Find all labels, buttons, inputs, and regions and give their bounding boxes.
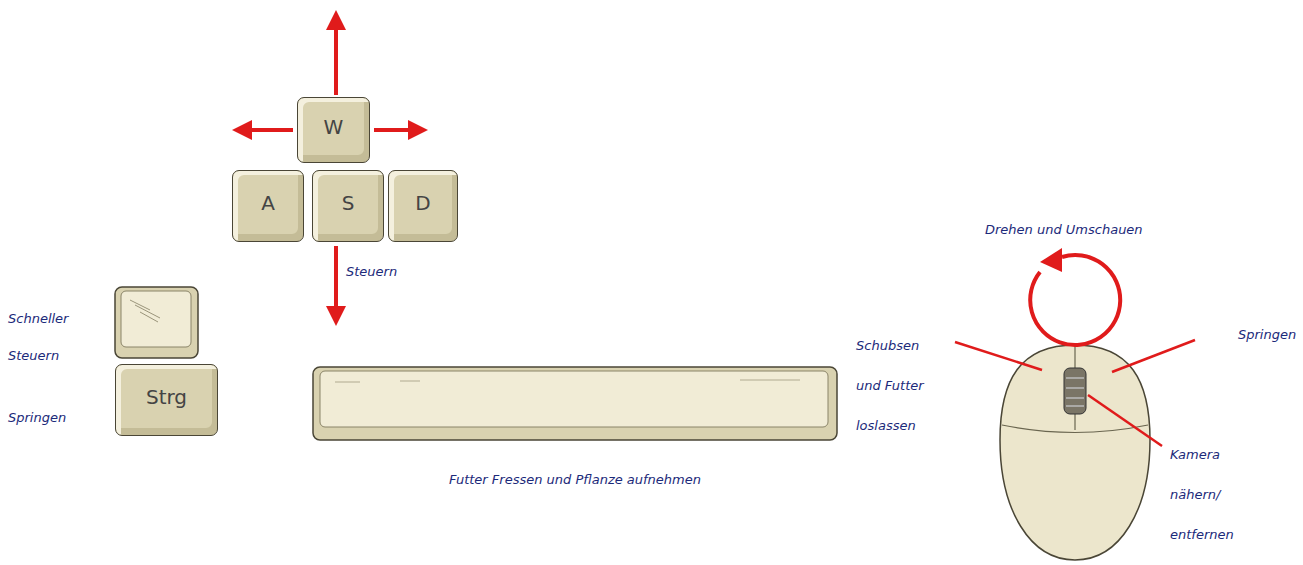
key-label: A	[261, 191, 275, 215]
key-label: W	[324, 115, 344, 139]
key-cap: W	[297, 97, 370, 163]
direction-arrows	[232, 10, 428, 326]
key-cap: Strg	[115, 364, 218, 436]
control-note: Steuern	[346, 262, 426, 282]
key-cap: A	[232, 170, 304, 242]
control-note: Drehen und Umschauen	[985, 220, 1205, 240]
shift-key	[115, 287, 198, 358]
control-note: Springen	[8, 408, 88, 428]
rotation-arrow	[1030, 248, 1120, 345]
key-label: S	[342, 191, 355, 215]
control-note: Schubsen und Futter loslassen	[856, 326, 946, 446]
control-note: Schneller Steuern	[8, 300, 83, 374]
leader-lines	[955, 340, 1195, 446]
key-cap: S	[312, 170, 384, 242]
control-note: Kamera nähern/ entfernen	[1170, 435, 1240, 555]
key-cap: D	[388, 170, 458, 242]
control-note: Springen	[1238, 325, 1303, 345]
control-note: Futter Fressen und Pflanze aufnehmen	[385, 470, 765, 490]
mouse-illustration	[1000, 345, 1150, 560]
space-bar	[313, 367, 837, 440]
key-label: Strg	[146, 385, 187, 409]
key-label: D	[415, 191, 430, 215]
